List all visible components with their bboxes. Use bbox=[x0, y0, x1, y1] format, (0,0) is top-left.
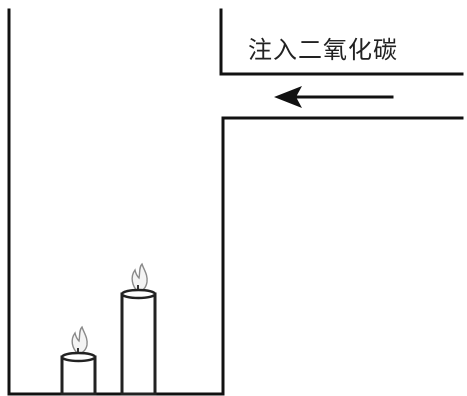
flame-icon bbox=[131, 262, 148, 293]
container bbox=[7, 8, 464, 396]
short-candle bbox=[60, 325, 97, 396]
candle-body bbox=[120, 292, 157, 396]
candle-body bbox=[60, 355, 97, 396]
inlet-label: 注入二氧化碳 bbox=[248, 36, 398, 64]
arrow-left-icon bbox=[274, 86, 394, 108]
arrow-head bbox=[274, 86, 302, 108]
flame-icon bbox=[71, 325, 88, 355]
candle-top bbox=[60, 351, 97, 363]
tall-candle bbox=[120, 262, 157, 396]
candle-top bbox=[120, 288, 157, 300]
